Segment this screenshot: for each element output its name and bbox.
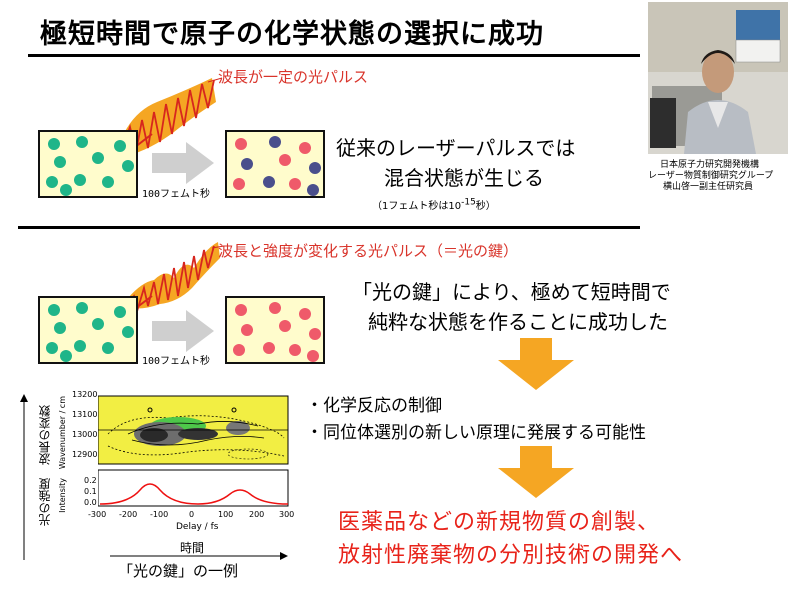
x-tick-3: 0	[189, 510, 195, 519]
photo-caption-name: 横山啓一副主任研究員	[663, 182, 754, 192]
section-divider	[18, 226, 640, 229]
message-1-line1: 従来のレーザーパルスでは	[336, 136, 576, 160]
x-tick-1: -200	[119, 510, 138, 519]
graph-vertical-axis	[14, 392, 34, 562]
intensity-small-label: Intensity	[58, 478, 67, 513]
femto-note: （1フェムト秒は10-15秒）	[372, 197, 496, 212]
bullet-2: ・同位体選別の新しい原理に発展する可能性	[306, 423, 646, 443]
atoms-box-before-1	[38, 130, 138, 198]
graph-caption: 「光の鍵」の一例	[118, 562, 239, 580]
light-key-contour-plot	[98, 395, 289, 507]
down-arrow-2	[498, 446, 574, 498]
y-tick-3: 12900	[72, 450, 98, 459]
pulse-label-1: 波長が一定の光パルス	[218, 68, 369, 86]
wavenumber-label: Wavenumber / cm	[58, 396, 67, 470]
i-tick-1: 0.1	[84, 487, 97, 496]
transform-arrow-1	[152, 142, 214, 184]
down-arrow-1	[498, 338, 574, 390]
delay-label: Delay / fs	[176, 522, 219, 532]
atoms-box-after-2	[225, 296, 325, 364]
x-tick-0: -300	[88, 510, 107, 519]
researcher-photo	[648, 2, 788, 154]
bullet-1: ・化学反応の制御	[306, 396, 442, 416]
y-tick-0: 13200	[72, 390, 98, 399]
atoms-box-after-1	[225, 130, 325, 198]
x-tick-6: 300	[279, 510, 295, 519]
axis-label-intensity: 光の強度	[38, 478, 52, 526]
message-1-line2: 混合状態が生じる	[384, 166, 544, 190]
axis-label-wavelength: 波長の変数	[38, 405, 52, 465]
message-2-line1: 「光の鍵」により、極めて短時間で	[352, 280, 671, 304]
time-label-1: 100フェムト秒	[142, 189, 211, 200]
title-rule	[28, 54, 640, 57]
message-2-line2: 純粋な状態を作ることに成功した	[368, 310, 668, 334]
outcome-line2: 放射性廃棄物の分別技術の開発へ	[338, 543, 684, 568]
outcome-line1: 医薬品などの新規物質の創製、	[338, 510, 661, 535]
time-axis-label: 時間	[180, 541, 205, 555]
time-axis-arrow	[110, 552, 288, 560]
photo-caption-org: 日本原子力研究開発機構	[660, 160, 760, 170]
photo-caption-group: レーザー物質制御研究グループ	[648, 171, 774, 181]
y-tick-1: 13100	[72, 410, 98, 419]
i-tick-2: 0.0	[84, 498, 97, 507]
x-tick-5: 200	[249, 510, 265, 519]
x-tick-4: 100	[218, 510, 234, 519]
pulse-label-2: 波長と強度が変化する光パルス（＝光の鍵）	[218, 242, 519, 260]
page-title: 極短時間で原子の化学状態の選択に成功	[40, 19, 544, 50]
i-tick-0: 0.2	[84, 476, 97, 485]
time-label-2: 100フェムト秒	[142, 356, 211, 367]
y-tick-2: 13000	[72, 430, 98, 439]
transform-arrow-2	[152, 310, 214, 352]
atoms-box-before-2	[38, 296, 138, 364]
x-tick-2: -100	[150, 510, 169, 519]
